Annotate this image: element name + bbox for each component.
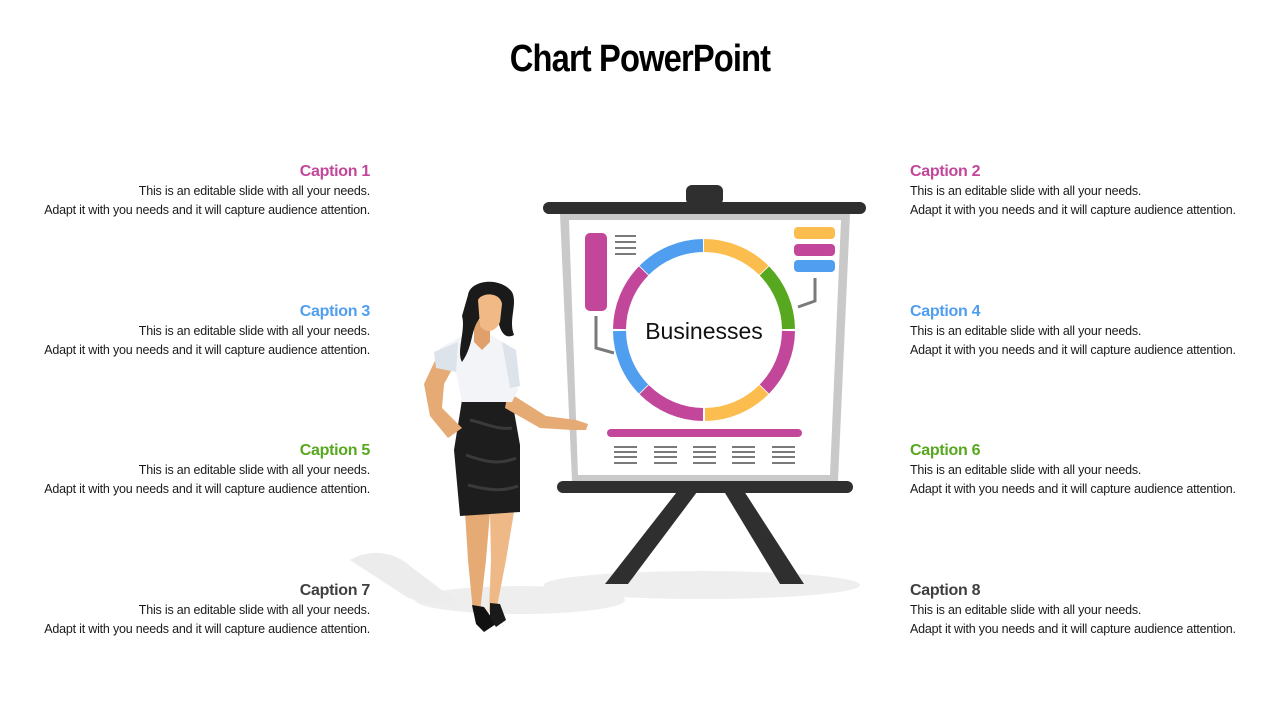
caption-2-line-1: This is an editable slide with all your … [910, 184, 1142, 198]
person-cast-shadow [350, 552, 455, 604]
caption-3: Caption 3 This is an editable slide with… [0, 302, 370, 360]
presenter-woman [424, 281, 588, 632]
caption-6: Caption 6 This is an editable slide with… [910, 441, 1280, 499]
caption-8-line-2: Adapt it with you needs and it will capt… [910, 622, 1236, 636]
caption-8: Caption 8 This is an editable slide with… [910, 581, 1280, 639]
caption-2: Caption 2 This is an editable slide with… [910, 162, 1280, 220]
donut-center-label: Businesses [645, 318, 763, 344]
caption-1-line-1: This is an editable slide with all your … [138, 184, 370, 198]
board-legend-blue [794, 260, 835, 272]
caption-4-title: Caption 4 [910, 303, 981, 320]
caption-6-title: Caption 6 [910, 442, 981, 459]
caption-5-title: Caption 5 [299, 442, 371, 459]
board-connector-left [594, 316, 615, 355]
caption-5: Caption 5 This is an editable slide with… [0, 441, 370, 499]
caption-6-line-1: This is an editable slide with all your … [910, 463, 1142, 477]
board-tall-bar [585, 233, 607, 311]
caption-6-line-2: Adapt it with you needs and it will capt… [910, 482, 1236, 496]
caption-7-title: Caption 7 [299, 582, 371, 599]
board-legend-magenta [794, 244, 835, 256]
caption-8-line-1: This is an editable slide with all your … [910, 603, 1142, 617]
caption-5-line-1: This is an editable slide with all your … [138, 463, 370, 477]
caption-7-line-1: This is an editable slide with all your … [138, 603, 370, 617]
caption-1: Caption 1 This is an editable slide with… [0, 162, 370, 220]
caption-8-title: Caption 8 [910, 582, 981, 599]
caption-7-line-2: Adapt it with you needs and it will capt… [44, 622, 370, 636]
person-floor-shadow [415, 586, 625, 614]
slide-title: Chart PowerPoint [509, 38, 771, 80]
board-legend-yellow [794, 227, 835, 239]
caption-2-title: Caption 2 [910, 163, 981, 180]
caption-1-title: Caption 1 [299, 163, 371, 180]
caption-5-line-2: Adapt it with you needs and it will capt… [44, 482, 370, 496]
caption-3-line-2: Adapt it with you needs and it will capt… [44, 343, 370, 357]
caption-4-line-1: This is an editable slide with all your … [910, 324, 1142, 338]
donut-ring [613, 239, 795, 421]
caption-3-line-1: This is an editable slide with all your … [138, 324, 370, 338]
caption-4-line-2: Adapt it with you needs and it will capt… [910, 343, 1236, 357]
caption-1-line-2: Adapt it with you needs and it will capt… [44, 203, 370, 217]
board-connector-right [797, 278, 817, 309]
board-text-lines-top-left [615, 235, 636, 255]
caption-4: Caption 4 This is an editable slide with… [910, 302, 1280, 360]
caption-3-title: Caption 3 [299, 303, 371, 320]
board-chart: Businesses [585, 227, 835, 464]
caption-2-line-2: Adapt it with you needs and it will capt… [910, 203, 1236, 217]
board-text-lines-bottom [614, 446, 795, 464]
caption-7: Caption 7 This is an editable slide with… [0, 581, 370, 639]
board-bottom-bar [607, 429, 802, 437]
